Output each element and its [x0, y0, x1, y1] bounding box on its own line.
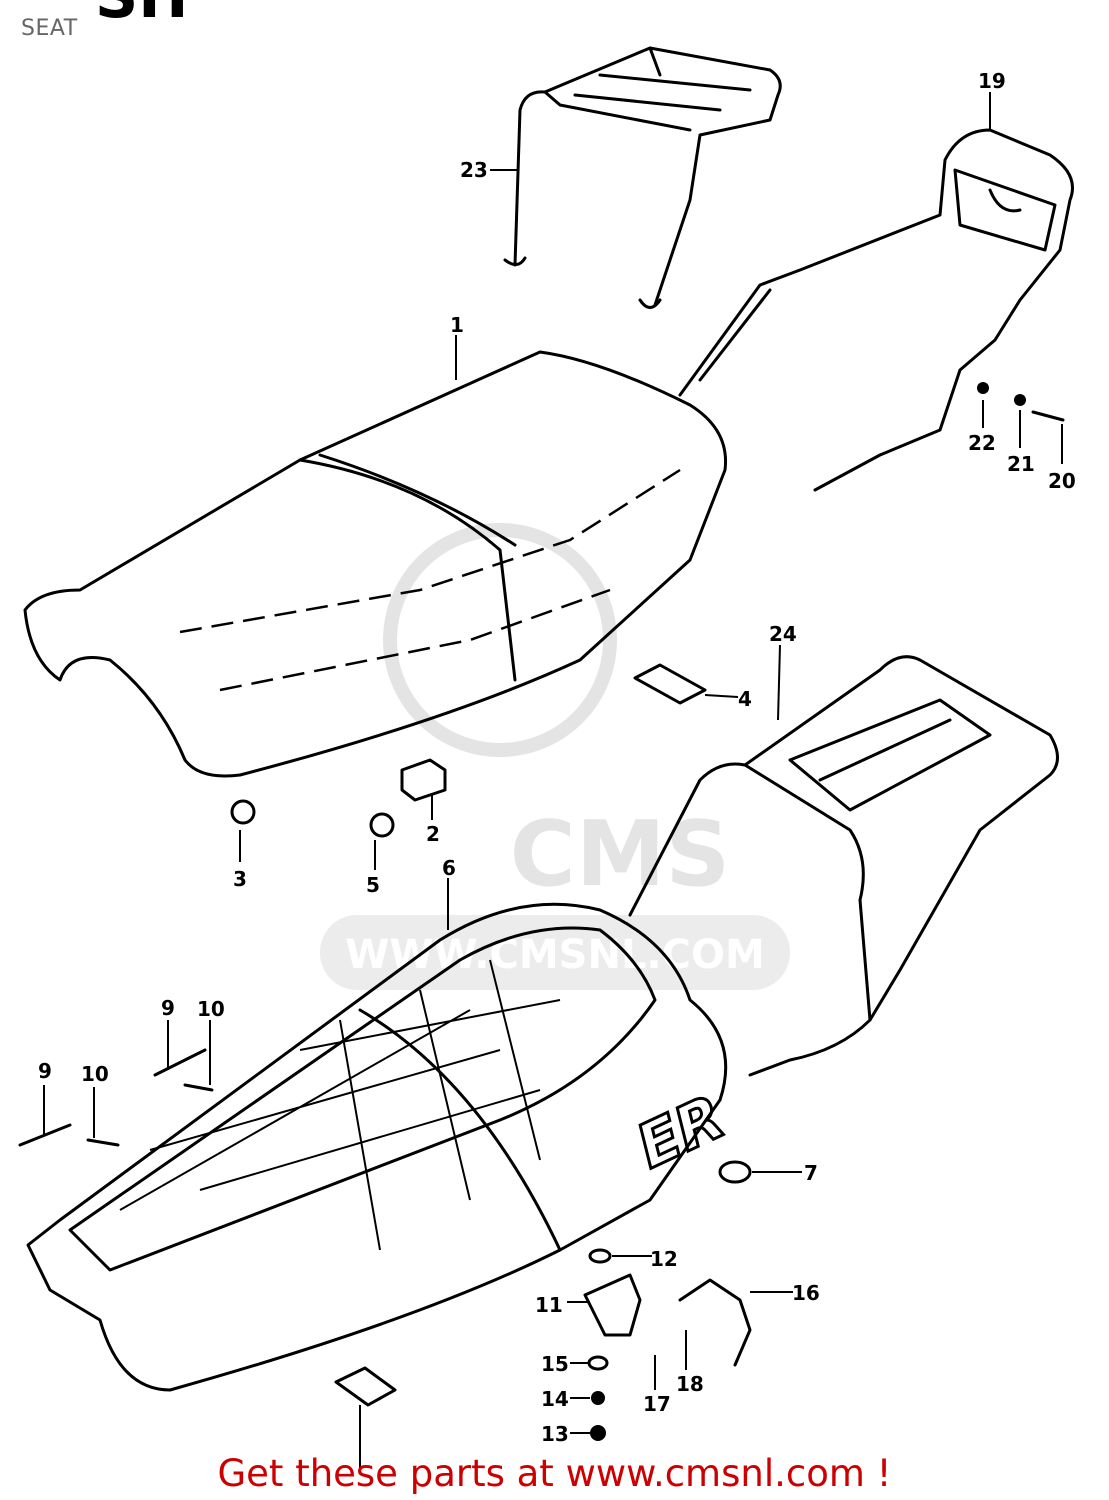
- leader-lines: [43, 92, 1063, 1434]
- callout-14: 14: [541, 1387, 569, 1411]
- small-parts: [18, 382, 1065, 1470]
- callout-5: 5: [366, 873, 380, 897]
- callout-12: 12: [650, 1247, 678, 1271]
- part-1-seat[interactable]: [23, 350, 728, 778]
- page-heading-cropped: SH: [95, 0, 188, 32]
- callout-1: 1: [450, 313, 464, 337]
- callout-13: 13: [541, 1422, 569, 1446]
- part-7[interactable]: [718, 1160, 752, 1184]
- callout-7: 7: [804, 1161, 818, 1185]
- part-11[interactable]: [583, 1273, 642, 1337]
- part-4[interactable]: [633, 663, 707, 705]
- part-2[interactable]: [400, 758, 447, 802]
- watermark-url: WWW.CMSNL.COM: [345, 932, 765, 978]
- part-16[interactable]: [678, 1278, 752, 1367]
- part-3[interactable]: [230, 799, 256, 825]
- part-23-carrier[interactable]: [503, 46, 782, 309]
- callout-23: 23: [460, 158, 488, 182]
- callout-3: 3: [233, 867, 247, 891]
- callout-2: 2: [426, 822, 440, 846]
- callout-11: 11: [535, 1293, 563, 1317]
- callout-labels: 19 23 1 22 21 20 24 4 3 5 2 6 9 10 9 10 …: [38, 69, 1076, 1446]
- callout-24: 24: [769, 622, 797, 646]
- callout-9b: 9: [38, 1059, 52, 1083]
- callout-10a: 10: [197, 997, 225, 1021]
- footer-link[interactable]: Get these parts at www.cmsnl.com !: [217, 1452, 892, 1495]
- page-title: SEAT: [21, 16, 78, 41]
- er-emblem: ER: [626, 1082, 735, 1182]
- callout-17: 17: [643, 1392, 671, 1416]
- callout-18: 18: [676, 1372, 704, 1396]
- watermark: CMS WWW.CMSNL.COM: [320, 523, 790, 990]
- part-24-carrier[interactable]: [628, 655, 1059, 1077]
- callout-10b: 10: [81, 1062, 109, 1086]
- part-5[interactable]: [369, 812, 395, 838]
- watermark-logo: CMS: [510, 802, 730, 907]
- callout-4: 4: [738, 687, 752, 711]
- callout-15: 15: [541, 1352, 569, 1376]
- callout-9a: 9: [161, 996, 175, 1020]
- callout-6: 6: [442, 856, 456, 880]
- callout-19: 19: [978, 69, 1006, 93]
- callout-20: 20: [1048, 469, 1076, 493]
- callout-21: 21: [1007, 452, 1035, 476]
- callout-16: 16: [792, 1281, 820, 1305]
- part-bracket[interactable]: [334, 1366, 397, 1407]
- callout-22: 22: [968, 431, 996, 455]
- part-19-grab-rail[interactable]: [678, 128, 1074, 492]
